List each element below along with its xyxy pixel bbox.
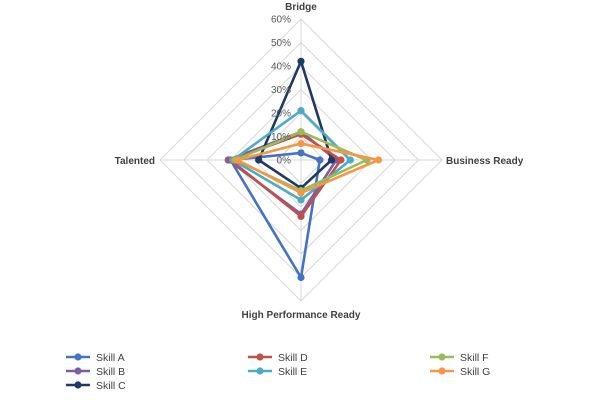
legend-label: Skill E [278, 366, 307, 378]
legend-item: Skill D [248, 352, 308, 364]
legend-item: Skill A [66, 352, 125, 364]
data-point [297, 107, 305, 115]
tick-label: 30% [271, 85, 291, 96]
data-point [297, 189, 305, 197]
legend-label: Skill D [278, 352, 308, 364]
tick-label: 40% [271, 62, 291, 73]
tick-label: 60% [271, 15, 291, 26]
axis-label: Talented [115, 156, 155, 167]
legend-item: Skill E [248, 366, 307, 378]
data-point [297, 57, 305, 65]
legend: Skill A Skill D Skill F Skill B Skill E Skill… [66, 352, 490, 392]
data-point [297, 273, 305, 282]
legend-label: Skill F [460, 352, 489, 364]
data-point [255, 156, 263, 164]
legend-swatch-marker [74, 367, 82, 375]
axis-label: Bridge [285, 2, 317, 13]
series-group [224, 57, 383, 282]
tick-label: 20% [271, 109, 291, 120]
data-point [233, 156, 242, 164]
legend-swatch-marker [438, 367, 446, 375]
series-skill-g [233, 139, 383, 197]
series-skill-c [255, 57, 336, 192]
axis-label: High Performance Ready [242, 310, 361, 321]
axis-label: Business Ready [446, 156, 524, 167]
data-point [374, 156, 383, 164]
data-point [327, 156, 336, 164]
data-point [297, 196, 305, 204]
tick-label: 50% [271, 38, 291, 49]
legend-label: Skill C [96, 380, 126, 392]
data-point [316, 156, 324, 164]
legend-swatch-marker [438, 353, 446, 361]
tick-label: 10% [271, 132, 291, 143]
legend-swatch-marker [256, 367, 264, 375]
series-line [257, 59, 333, 190]
legend-label: Skill G [460, 366, 490, 378]
legend-item: Skill B [66, 366, 125, 378]
data-point [297, 128, 305, 136]
legend-item: Skill G [430, 366, 490, 378]
tick-label: 0% [277, 156, 292, 167]
data-point [297, 139, 305, 148]
legend-item: Skill F [430, 352, 489, 364]
legend-label: Skill B [96, 366, 125, 378]
legend-swatch-marker [74, 353, 82, 361]
legend-item: Skill C [66, 380, 126, 392]
data-point [297, 149, 305, 157]
legend-swatch-marker [74, 381, 82, 389]
legend-label: Skill A [96, 352, 125, 364]
tick-labels: 0% 10% 20% 30% 40% 50% 60% [271, 15, 291, 167]
data-point [346, 156, 354, 164]
data-point [297, 212, 305, 220]
data-point [337, 156, 345, 164]
legend-swatch-marker [256, 353, 264, 361]
